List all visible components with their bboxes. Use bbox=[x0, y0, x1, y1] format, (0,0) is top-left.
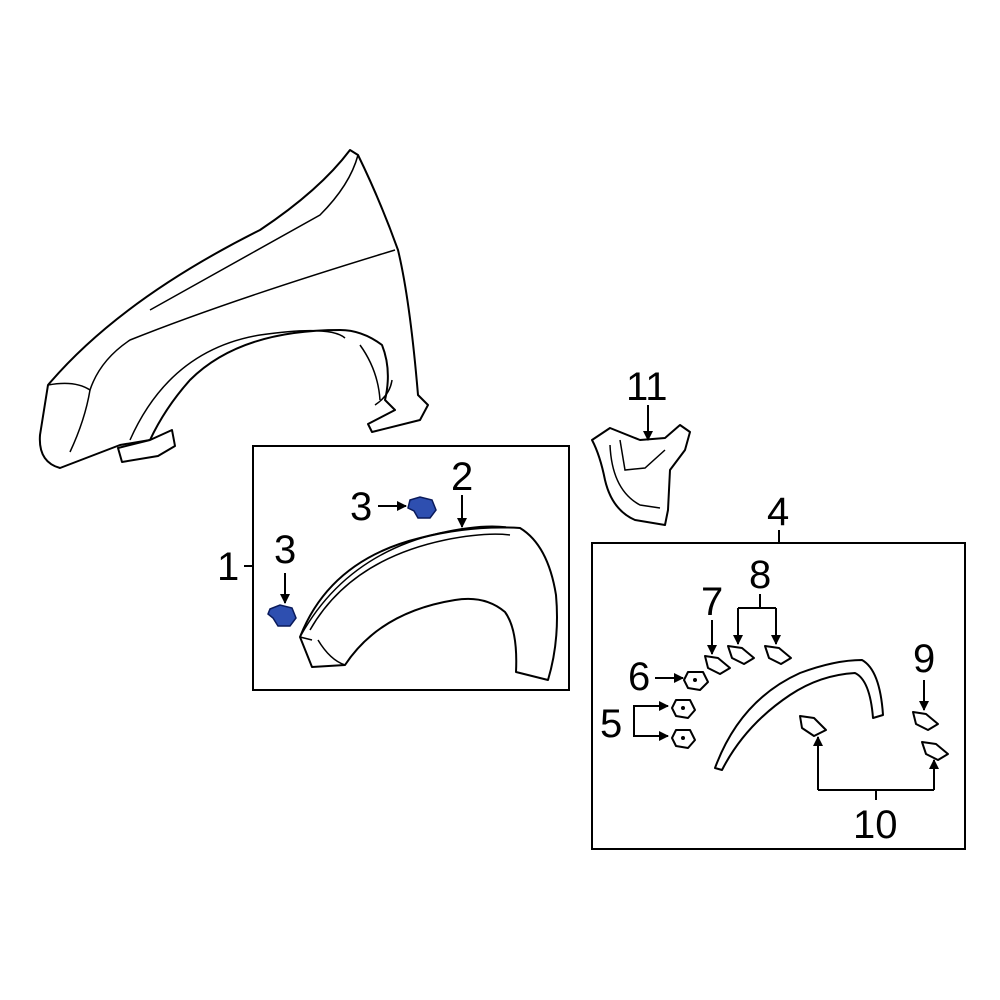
clip-9-icon bbox=[912, 711, 939, 731]
fender-flare-illustration bbox=[299, 525, 558, 681]
mud-guard-bracket-illustration bbox=[591, 424, 691, 526]
callout-1[interactable]: 1 bbox=[217, 545, 239, 589]
wheel-opening-moulding-illustration bbox=[714, 659, 884, 771]
callout-2[interactable]: 2 bbox=[451, 455, 473, 499]
clip-5a-icon bbox=[671, 699, 696, 719]
callout-3a[interactable]: 3 bbox=[350, 485, 372, 529]
clip-10b-icon bbox=[921, 741, 949, 761]
callout-9[interactable]: 9 bbox=[913, 637, 935, 681]
arrow-5a bbox=[633, 701, 669, 722]
clip-10a-icon bbox=[799, 715, 827, 737]
leader-8 bbox=[737, 594, 777, 642]
clip-7-icon bbox=[704, 655, 731, 675]
arrow-5b bbox=[633, 722, 669, 741]
callout-11[interactable]: 11 bbox=[626, 365, 668, 409]
clip-3a-icon bbox=[407, 496, 437, 519]
callout-6[interactable]: 6 bbox=[628, 655, 650, 699]
callout-7[interactable]: 7 bbox=[701, 580, 723, 624]
leader-10 bbox=[817, 742, 935, 800]
callout-4[interactable]: 4 bbox=[767, 490, 789, 534]
clip-8b-icon bbox=[764, 645, 792, 665]
clip-5b-icon bbox=[671, 729, 696, 749]
clip-8a-icon bbox=[727, 645, 755, 665]
assembly-box-1 bbox=[252, 445, 570, 691]
callout-10[interactable]: 10 bbox=[853, 803, 898, 847]
callout-3b[interactable]: 3 bbox=[274, 528, 296, 572]
clip-3b-icon bbox=[267, 604, 297, 627]
clip-6-icon bbox=[683, 671, 709, 691]
callout-8[interactable]: 8 bbox=[749, 553, 771, 597]
callout-5[interactable]: 5 bbox=[600, 702, 622, 746]
fender-illustration bbox=[38, 149, 429, 469]
